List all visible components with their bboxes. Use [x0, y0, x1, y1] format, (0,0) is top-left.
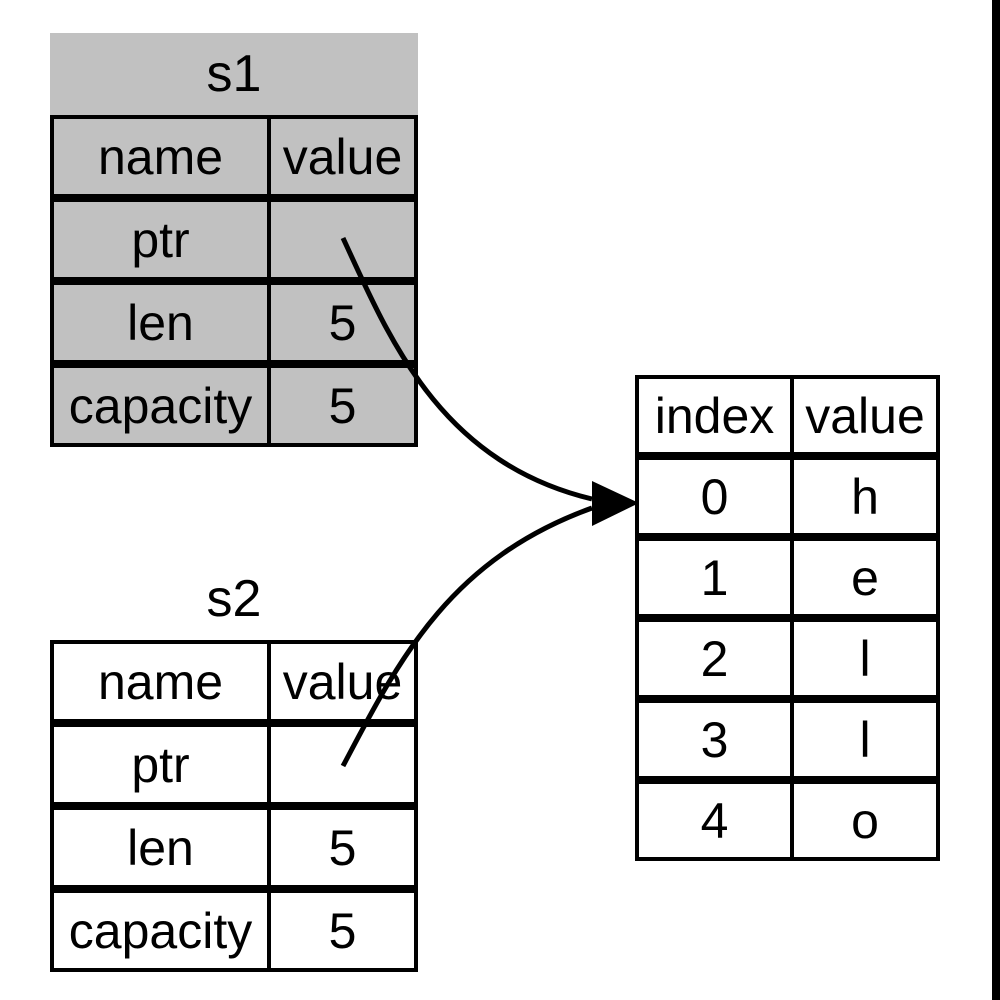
- s2-header-name: name: [97, 653, 224, 710]
- s2-title: s2: [206, 570, 262, 628]
- heap-index-2: 2: [700, 630, 729, 687]
- heap-table: index value 0 h 1 e 2 l 3 l 4 o: [635, 375, 940, 861]
- s2-ptr-value: [267, 727, 414, 802]
- s1-capacity-value: 5: [267, 368, 414, 443]
- s2-ptr-label: ptr: [131, 736, 190, 793]
- s2-len-value: 5: [267, 810, 414, 885]
- heap-value-1: e: [790, 541, 936, 614]
- heap-value-2: l: [790, 622, 936, 695]
- s2-len-label: len: [127, 819, 194, 876]
- s2-header-value: value: [267, 644, 414, 719]
- table-row: capacity 5: [50, 364, 418, 447]
- heap-index-1: 1: [700, 549, 729, 606]
- table-row: ptr: [50, 723, 418, 806]
- s1-title: s1: [50, 33, 418, 115]
- heap-header-index: index: [654, 387, 775, 444]
- table-row: name value: [50, 640, 418, 723]
- table-row: 0 h: [635, 456, 940, 537]
- heap-value-0: h: [790, 460, 936, 533]
- table-row: ptr: [50, 198, 418, 281]
- heap-value-4: o: [790, 784, 936, 857]
- table-row: len 5: [50, 281, 418, 364]
- heap-value-3: l: [790, 703, 936, 776]
- table-row: name value: [50, 115, 418, 198]
- s2-capacity-label: capacity: [68, 902, 253, 959]
- s1-ptr-label: ptr: [131, 211, 190, 268]
- s1-table: s1 name value ptr len 5 capacity 5: [50, 33, 418, 447]
- heap-index-0: 0: [700, 468, 729, 525]
- arrow-head: [592, 481, 639, 526]
- s2-capacity-value: 5: [267, 893, 414, 968]
- s1-len-label: len: [127, 294, 194, 351]
- s1-header-value: value: [267, 119, 414, 194]
- table-row: 1 e: [635, 537, 940, 618]
- table-row: capacity 5: [50, 889, 418, 972]
- s1-capacity-label: capacity: [68, 377, 253, 434]
- table-row: len 5: [50, 806, 418, 889]
- s1-header-name: name: [97, 128, 224, 185]
- heap-index-4: 4: [700, 792, 729, 849]
- table-row: index value: [635, 375, 940, 456]
- table-row: 3 l: [635, 699, 940, 780]
- s2-table: s2 name value ptr len 5 capacity 5: [50, 558, 418, 972]
- heap-index-3: 3: [700, 711, 729, 768]
- heap-header-value: value: [790, 379, 936, 452]
- table-row: 4 o: [635, 780, 940, 861]
- table-row: 2 l: [635, 618, 940, 699]
- s1-len-value: 5: [267, 285, 414, 360]
- s1-ptr-value: [267, 202, 414, 277]
- right-edge-bar: [992, 0, 1000, 1000]
